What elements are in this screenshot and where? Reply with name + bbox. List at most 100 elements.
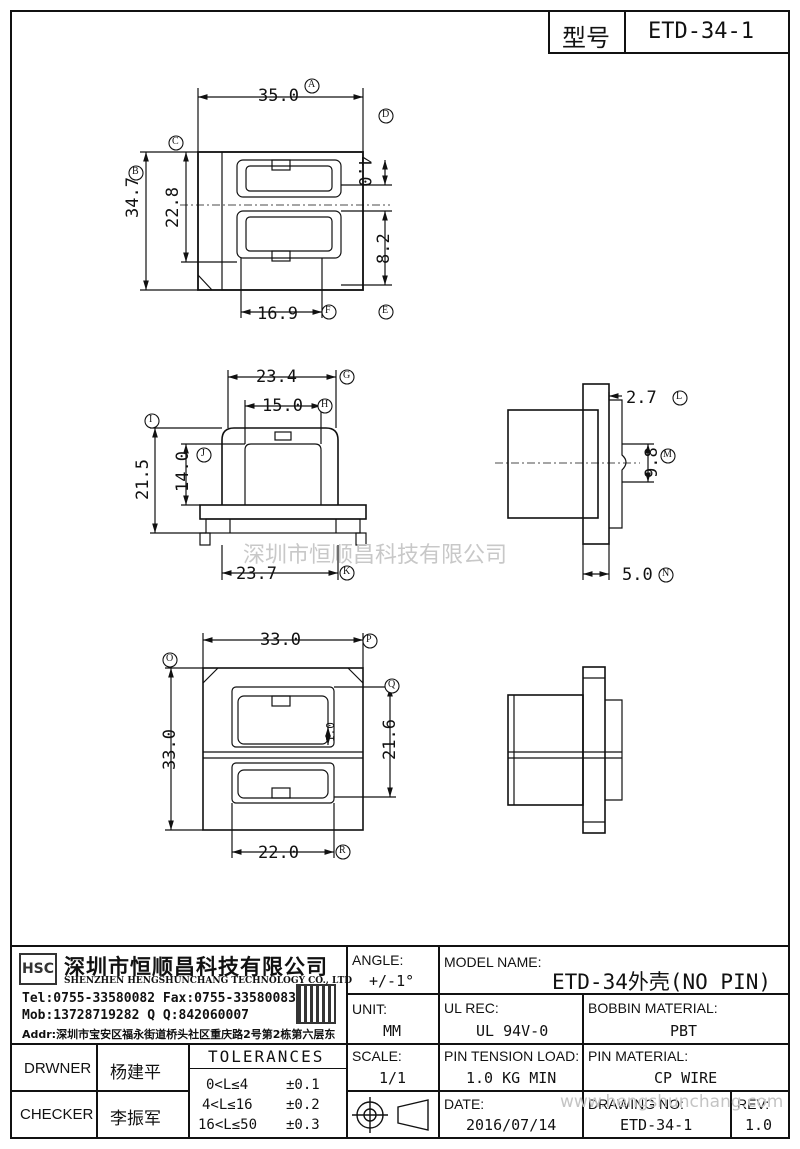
tolerances-title: TOLERANCES (208, 1047, 325, 1066)
model-label: MODEL NAME: (444, 954, 542, 970)
dim-front-height-inner: 14.0 (173, 451, 193, 492)
type-label: 型号 (562, 24, 610, 52)
balloon-n: N (662, 568, 670, 579)
tb-vline-2 (438, 945, 440, 1139)
tb-hline-3 (10, 1090, 190, 1092)
company-addr: Addr:深圳市宝安区福永街道桥头社区重庆路2号第2栋第六层东 (22, 1028, 336, 1041)
projection-symbol-icon (352, 1097, 429, 1133)
dim-top-lower: 8.2 (374, 233, 394, 264)
date-value: 2016/07/14 (466, 1116, 557, 1134)
bobbin-label: BOBBIN MATERIAL: (588, 1000, 718, 1016)
balloon-f: F (325, 305, 331, 316)
balloon-a: A (308, 79, 316, 90)
tol-range-2: 4<L≤16 (202, 1097, 253, 1113)
balloon-k: K (343, 566, 351, 577)
dim-top-height: 34.7 (123, 177, 143, 218)
pinmat-label: PIN MATERIAL: (588, 1048, 689, 1064)
watermark-corner: www.hengshunchang.com (560, 1092, 784, 1112)
drawing-value: ETD-34-1 (620, 1116, 693, 1134)
dim-front-height-outer: 21.5 (133, 459, 153, 500)
dim-bottom-width: 33.0 (260, 630, 301, 650)
tb-hline-4 (346, 1090, 790, 1092)
tol-value-1: ±0.1 (286, 1077, 320, 1093)
type-box (548, 11, 789, 54)
balloon-h: H (321, 399, 329, 410)
company-logo: HSC (19, 953, 57, 985)
dim-top-bottom: 16.9 (257, 304, 298, 324)
dim-bottom-base: 22.0 (258, 843, 299, 863)
tb-vline-4 (730, 1090, 732, 1139)
balloon-markers (128, 78, 688, 860)
dim-front-top-inner: 15.0 (262, 396, 303, 416)
tol-value-3: ±0.3 (286, 1117, 320, 1133)
dim-top-slot: 4.0 (354, 156, 374, 187)
dim-bottom-inner-h: 21.6 (380, 719, 400, 760)
dim-top-inner: 22.8 (163, 187, 183, 228)
tb-vline-1 (346, 945, 348, 1139)
top-view (140, 88, 392, 318)
ulrec-value: UL 94V-0 (476, 1022, 549, 1040)
company-mob: Mob:13728719282 Q Q:842060007 (22, 1008, 249, 1023)
scale-value: 1/1 (379, 1069, 407, 1087)
tb-hline-1 (346, 993, 790, 995)
dim-side-notch: 9.8 (642, 447, 662, 478)
front-view (150, 370, 367, 580)
unit-label: UNIT: (352, 1001, 387, 1017)
rev-label: REV: (737, 1096, 770, 1112)
dim-side-base: 5.0 (622, 565, 653, 585)
balloon-j: J (201, 448, 205, 459)
dim-side-flange: 2.7 (626, 388, 657, 408)
dim-top-width: 35.0 (258, 86, 299, 106)
tb-hline-2 (10, 1043, 790, 1045)
rev-value: 1.0 (745, 1116, 773, 1134)
title-block (10, 945, 790, 1139)
company-name-en: SHENZHEN HENGSHUNCHANG TECHNOLOGY CO., L… (64, 976, 353, 986)
balloon-r: R (339, 845, 346, 856)
company-logo-text: HSC (21, 961, 55, 977)
drawer-label: DRWNER (24, 1060, 92, 1077)
watermark-center: 深圳市恒顺昌科技有限公司 (243, 543, 508, 568)
dim-bottom-gap: 1.0 (324, 722, 337, 742)
sheet-border (10, 10, 790, 1139)
balloon-o: O (166, 653, 174, 664)
balloon-g: G (343, 370, 351, 381)
model-value: ETD-34外壳(NO PIN) (552, 970, 772, 994)
checker-label: CHECKER (20, 1106, 94, 1123)
balloon-c: C (172, 136, 179, 147)
balloon-i: I (149, 414, 153, 425)
drawer-value: 杨建平 (110, 1063, 161, 1083)
dim-front-top-outer: 23.4 (256, 367, 297, 387)
pinmat-value: CP WIRE (654, 1069, 718, 1087)
tol-range-1: 0<L≤4 (206, 1077, 249, 1093)
unit-value: MM (383, 1022, 402, 1040)
date-label: DATE: (444, 1096, 485, 1112)
type-value: ETD-34-1 (648, 19, 754, 44)
balloon-b: B (132, 166, 139, 177)
tension-value: 1.0 KG MIN (466, 1069, 557, 1087)
technical-drawing (128, 78, 688, 860)
qr-code (296, 984, 336, 1024)
bottom-side-view (507, 666, 623, 834)
drawing-label: DRAWING NO: (588, 1096, 684, 1112)
tension-label: PIN TENSION LOAD: (444, 1048, 580, 1064)
tol-value-2: ±0.2 (286, 1097, 320, 1113)
dim-front-base: 23.7 (236, 564, 277, 584)
balloon-l: L (676, 391, 683, 402)
angle-label: ANGLE: (352, 952, 404, 968)
tb-hline-5 (190, 1068, 346, 1069)
angle-value: +/-1° (369, 972, 415, 990)
balloon-p: P (366, 634, 372, 645)
tol-range-3: 16<L≤50 (198, 1117, 258, 1133)
type-box-divider (624, 11, 626, 54)
balloon-d: D (382, 109, 390, 120)
company-name-cn: 深圳市恒顺昌科技有限公司 (64, 955, 328, 979)
bobbin-value: PBT (670, 1022, 698, 1040)
balloon-e: E (382, 305, 389, 316)
dim-bottom-height: 33.0 (160, 729, 180, 770)
bottom-view (165, 633, 396, 858)
ulrec-label: UL REC: (444, 1000, 499, 1016)
balloon-q: Q (388, 679, 396, 690)
scale-label: SCALE: (352, 1048, 402, 1064)
company-tel: Tel:0755-33580082 Fax:0755-33580083 (22, 991, 296, 1006)
tb-vline-3 (582, 993, 584, 1139)
